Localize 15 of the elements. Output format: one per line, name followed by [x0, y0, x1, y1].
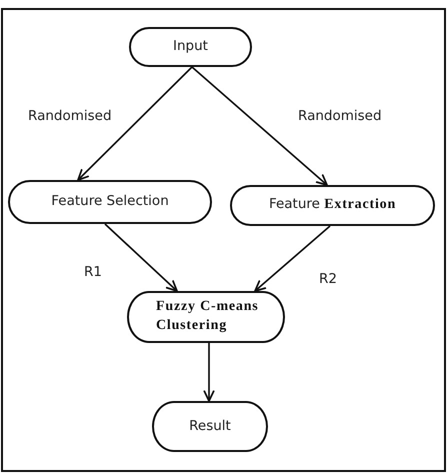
- arrow: [77, 66, 193, 181]
- process-box: [230, 185, 435, 226]
- process-box: [127, 291, 285, 343]
- arrow: [203, 343, 215, 402]
- node-text: Feature Extraction: [268, 196, 396, 214]
- node-text: Input: [173, 38, 208, 56]
- arrow: [191, 66, 328, 186]
- process-box: [8, 180, 212, 224]
- process-box: [152, 401, 268, 452]
- arrow: [254, 225, 331, 292]
- node-text: Result: [189, 418, 231, 436]
- process-box: [129, 27, 252, 67]
- node-text: Fuzzy C-means Clustering: [156, 298, 260, 335]
- arrow: [104, 223, 178, 292]
- node-text: Feature Selection: [51, 193, 169, 211]
